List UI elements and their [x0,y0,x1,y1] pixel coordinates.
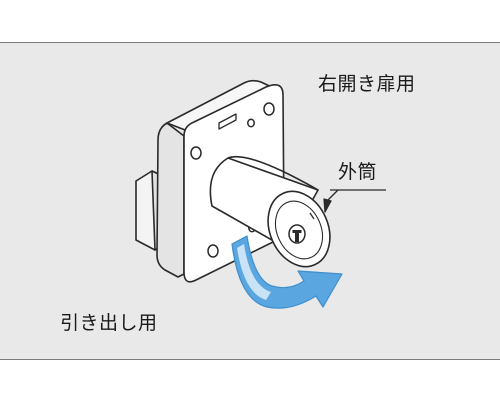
label-right-door: 右開き扉用 [318,73,416,95]
cylinder-leader-line [323,189,386,213]
curved-arrow [231,235,343,309]
plate-slot [218,113,237,130]
label-outer-cylinder: 外筒 [338,161,378,183]
label-drawer: 引き出し用 [60,312,158,334]
outer-cylinder [209,155,331,268]
